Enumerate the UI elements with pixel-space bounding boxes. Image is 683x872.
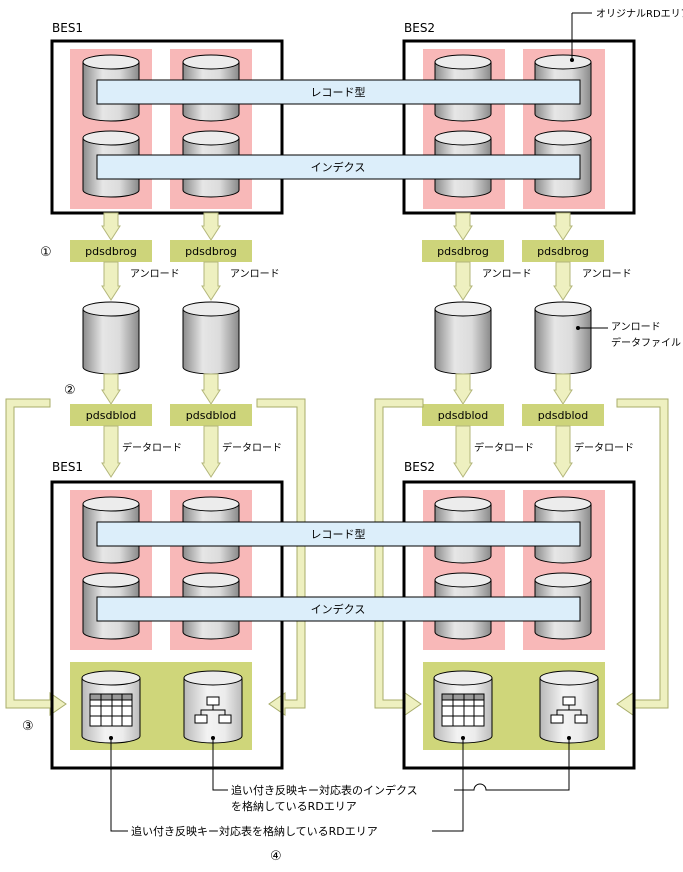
pdsdbrog-tool: pdsdbrog [185, 245, 237, 258]
down-arrow [553, 373, 573, 405]
callout-dot [576, 326, 580, 330]
step-4-marker: ④ [270, 849, 282, 864]
callout-dot [567, 736, 571, 740]
pdsdblod-tool: pdsdblod [438, 409, 488, 422]
unload-arrow-label: アンロード [482, 269, 532, 280]
step-1-marker: ① [40, 245, 52, 260]
down-arrow [453, 212, 473, 241]
unload-data-file-cylinder [182, 301, 240, 375]
record-type-label: レコード型 [311, 527, 366, 541]
down-arrow [101, 373, 121, 405]
pdsdbrog-tool: pdsdbrog [85, 245, 137, 258]
unload-arrow-label: アンロード [130, 269, 180, 280]
pdsdbrog-tool-box [522, 240, 604, 262]
down-arrow [201, 373, 221, 405]
pdsdbrog-tool: pdsdbrog [537, 245, 589, 258]
index-area-label-2: を格納しているRDエリア [231, 799, 357, 813]
pdsdbrog-tool: pdsdbrog [437, 245, 489, 258]
pdsdblod-tool-box [70, 404, 152, 426]
unload-data-file-cylinder [434, 301, 492, 375]
down-arrow [101, 212, 121, 241]
down-arrow [201, 212, 221, 241]
index-bar [96, 154, 581, 180]
down-arrow [453, 425, 473, 478]
step-2-marker: ② [64, 383, 76, 398]
index-area-label-1: 追い付き反映キー対応表のインデクス [231, 783, 418, 797]
pdsdblod-tool-box [170, 404, 252, 426]
index-label: インデクス [311, 160, 366, 174]
unload-arrow-label: アンロード [230, 269, 280, 280]
unload-arrow-label: アンロード [582, 269, 632, 280]
server-label-bes1-bottom: BES1 [52, 460, 83, 474]
down-arrow [553, 212, 573, 241]
data-load-arrow-label: データロード [122, 441, 182, 454]
server-label-bes1-top: BES1 [52, 21, 83, 35]
down-arrow [101, 425, 121, 478]
callout-dot [570, 58, 574, 62]
down-arrow [201, 425, 221, 478]
down-arrow [553, 425, 573, 478]
original-rd-area-label: オリジナルRDエリア [596, 8, 683, 20]
callout-lines-bottom [110, 738, 570, 832]
table-area-label: 追い付き反映キー対応表を格納しているRDエリア [131, 824, 378, 838]
unload-file-label-2: データファイル [611, 336, 681, 349]
unload-data-file-cylinder [534, 301, 592, 375]
callout-dot [461, 736, 465, 740]
index-flow-arrows [5, 398, 669, 716]
server-label-bes2-bottom: BES2 [404, 460, 435, 474]
down-arrow [453, 261, 473, 301]
step-3-marker: ③ [22, 719, 34, 734]
pdsdblod-tool: pdsdblod [186, 409, 236, 422]
pdsdbrog-tool-box [422, 240, 504, 262]
callout-dot [211, 736, 215, 740]
down-arrow [453, 373, 473, 405]
server-label-bes2-top: BES2 [404, 21, 435, 35]
record-type-bar [96, 521, 581, 547]
record-type-label: レコード型 [311, 85, 366, 99]
pdsdbrog-tool-box [70, 240, 152, 262]
table-icon [441, 693, 485, 727]
down-arrow [201, 261, 221, 301]
data-load-arrow-label: データロード [474, 441, 534, 454]
callout-dot [109, 736, 113, 740]
index-label: インデクス [311, 602, 366, 616]
pdsdbrog-tool-box [170, 240, 252, 262]
pdsdblod-tool-box [422, 404, 504, 426]
index-bar [96, 596, 581, 622]
server-box-bes1-bottom [50, 480, 284, 770]
pdsdblod-tool: pdsdblod [538, 409, 588, 422]
index-tree-icon [194, 696, 232, 724]
unload-data-file-cylinder [82, 301, 140, 375]
server-box-bes2-bottom [402, 480, 636, 770]
down-arrow [101, 261, 121, 301]
down-arrow [553, 261, 573, 301]
pdsdblod-tool-box [522, 404, 604, 426]
unload-file-label-1: アンロード [611, 322, 661, 333]
table-icon [89, 693, 133, 727]
index-tree-icon [550, 696, 588, 724]
data-load-arrow-label: データロード [222, 441, 282, 454]
record-type-bar [96, 79, 581, 105]
pdsdblod-tool: pdsdblod [86, 409, 136, 422]
data-load-arrow-label: データロード [574, 441, 634, 454]
